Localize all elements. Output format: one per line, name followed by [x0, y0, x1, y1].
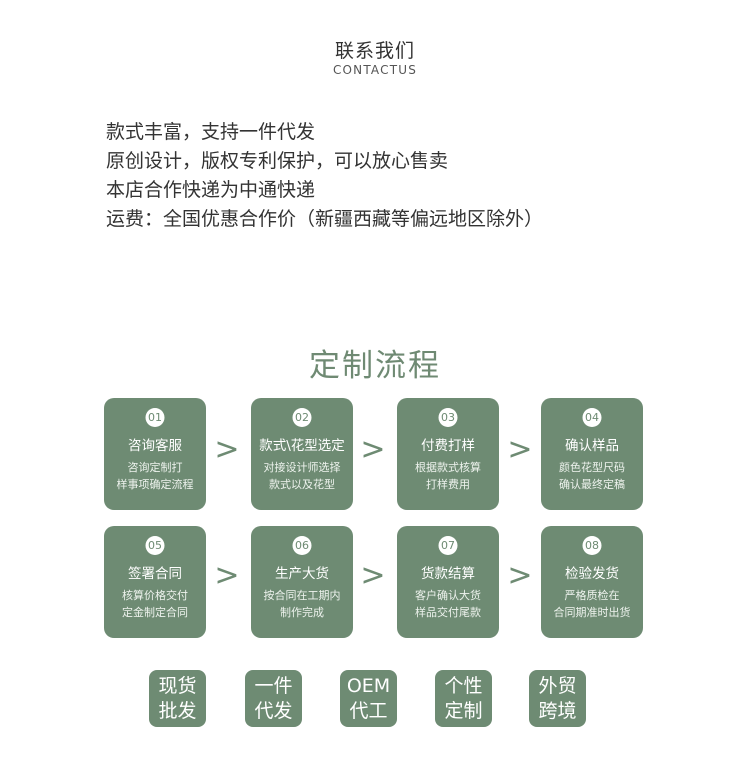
step-title: 付费打样: [421, 438, 475, 454]
step-number: 01: [145, 408, 165, 427]
step-number: 08: [582, 536, 602, 555]
arrow-icon: >: [360, 558, 386, 593]
arrow-icon: >: [214, 432, 240, 467]
step-description: 咨询定制打样事项确定流程: [116, 461, 194, 491]
step-number: 04: [582, 408, 602, 427]
step-description: 按合同在工期内制作完成: [263, 589, 341, 619]
step-number: 06: [292, 536, 312, 555]
service-tag: 现货批发: [149, 670, 206, 727]
feature-line: 款式丰富，支持一件代发: [106, 121, 316, 143]
step-title: 检验发货: [565, 566, 619, 582]
step-description: 客户确认大货样品交付尾款: [415, 589, 481, 619]
step-description: 颜色花型尺码确认最终定稿: [559, 461, 625, 491]
arrow-icon: >: [507, 558, 533, 593]
service-tag: 个性定制: [435, 670, 492, 727]
flow-step-card: 01 咨询客服 咨询定制打样事项确定流程: [104, 398, 206, 510]
step-description: 对接设计师选择款式以及花型: [263, 461, 341, 491]
flow-step-card: 06 生产大货 按合同在工期内制作完成: [251, 526, 353, 638]
step-number: 05: [145, 536, 165, 555]
step-description: 根据款式核算打样费用: [415, 461, 481, 491]
step-title: 货款结算: [421, 566, 475, 582]
service-tag: 一件代发: [245, 670, 302, 727]
arrow-icon: >: [214, 558, 240, 593]
step-title: 确认样品: [565, 438, 619, 454]
flow-title: 定制流程: [309, 348, 441, 384]
flow-step-card: 03 付费打样 根据款式核算打样费用: [397, 398, 499, 510]
step-title: 款式\花型选定: [259, 438, 345, 454]
service-tag: 外贸跨境: [529, 670, 586, 727]
step-title: 生产大货: [275, 566, 329, 582]
step-number: 02: [292, 408, 312, 427]
contact-title: 联系我们: [334, 40, 415, 62]
feature-line: 运费：全国优惠合作价（新疆西藏等偏远地区除外）: [106, 208, 544, 230]
arrow-icon: >: [507, 432, 533, 467]
contact-subtitle: CONTACTUS: [332, 63, 418, 77]
flow-step-card: 02 款式\花型选定 对接设计师选择款式以及花型: [251, 398, 353, 510]
feature-line: 原创设计，版权专利保护，可以放心售卖: [106, 150, 449, 172]
step-description: 核算价格交付定金制定合同: [122, 589, 188, 619]
step-title: 咨询客服: [128, 438, 182, 454]
flow-step-card: 08 检验发货 严格质检在合同期准时出货: [541, 526, 643, 638]
feature-list: 款式丰富，支持一件代发 原创设计，版权专利保护，可以放心售卖 本店合作快递为中通…: [106, 118, 543, 234]
step-number: 07: [438, 536, 458, 555]
step-number: 03: [438, 408, 458, 427]
arrow-icon: >: [360, 432, 386, 467]
step-title: 签署合同: [128, 566, 182, 582]
feature-line: 本店合作快递为中通快递: [106, 179, 316, 201]
flow-step-card: 04 确认样品 颜色花型尺码确认最终定稿: [541, 398, 643, 510]
flow-step-card: 05 签署合同 核算价格交付定金制定合同: [104, 526, 206, 638]
flow-step-card: 07 货款结算 客户确认大货样品交付尾款: [397, 526, 499, 638]
step-description: 严格质检在合同期准时出货: [553, 589, 631, 619]
